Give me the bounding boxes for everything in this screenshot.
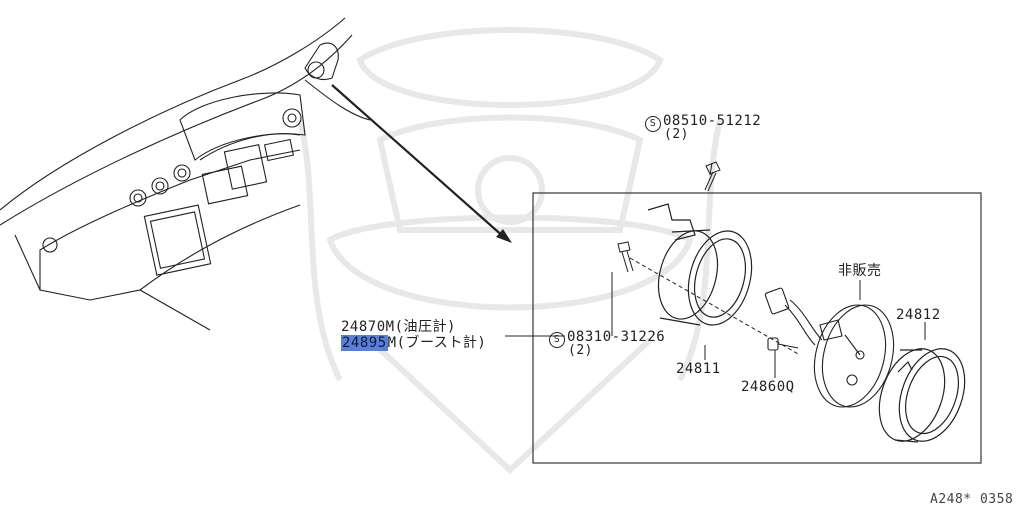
boost-gauge-name: (ブースト計) (396, 335, 487, 351)
oil-gauge-name: (油圧計) (394, 319, 456, 335)
label-bezel-ring: 24812 (896, 307, 941, 323)
label-screw-top-qty: (2) (664, 127, 689, 142)
label-screw-left-qty: (2) (568, 343, 593, 358)
footer-code: A248* 0358 (930, 492, 1014, 507)
screw-top (704, 161, 721, 192)
boost-gauge-suffix: M (387, 335, 397, 351)
label-boost-gauge[interactable]: 24895M(ブースト計) (341, 335, 487, 351)
oil-gauge-code[interactable]: 24870M (341, 319, 395, 335)
gauge-case-24811 (647, 203, 753, 326)
gauge-face (813, 304, 895, 408)
bulb-24860q (767, 337, 799, 351)
screw-left (617, 241, 634, 273)
s-symbol-icon: S (645, 116, 661, 132)
detail-frame (532, 192, 982, 464)
pointer-arrow (331, 84, 512, 243)
label-not-for-sale: 非販売 (838, 263, 882, 279)
screw-top-code: 08510-51212 (663, 113, 762, 129)
label-bulb: 24860Q (741, 379, 795, 395)
wire-harness (764, 287, 823, 346)
s-symbol-icon: S (549, 332, 565, 348)
watermark-emblem (297, 27, 723, 475)
label-oil-gauge[interactable]: 24870M(油圧計) (341, 320, 456, 334)
dashboard-illustration (0, 17, 371, 331)
screw-left-code: 08310-31226 (567, 329, 666, 345)
label-case: 24811 (676, 361, 721, 377)
boost-gauge-code-highlight[interactable]: 24895 (341, 335, 388, 351)
bezel-ring-24812 (878, 348, 966, 443)
